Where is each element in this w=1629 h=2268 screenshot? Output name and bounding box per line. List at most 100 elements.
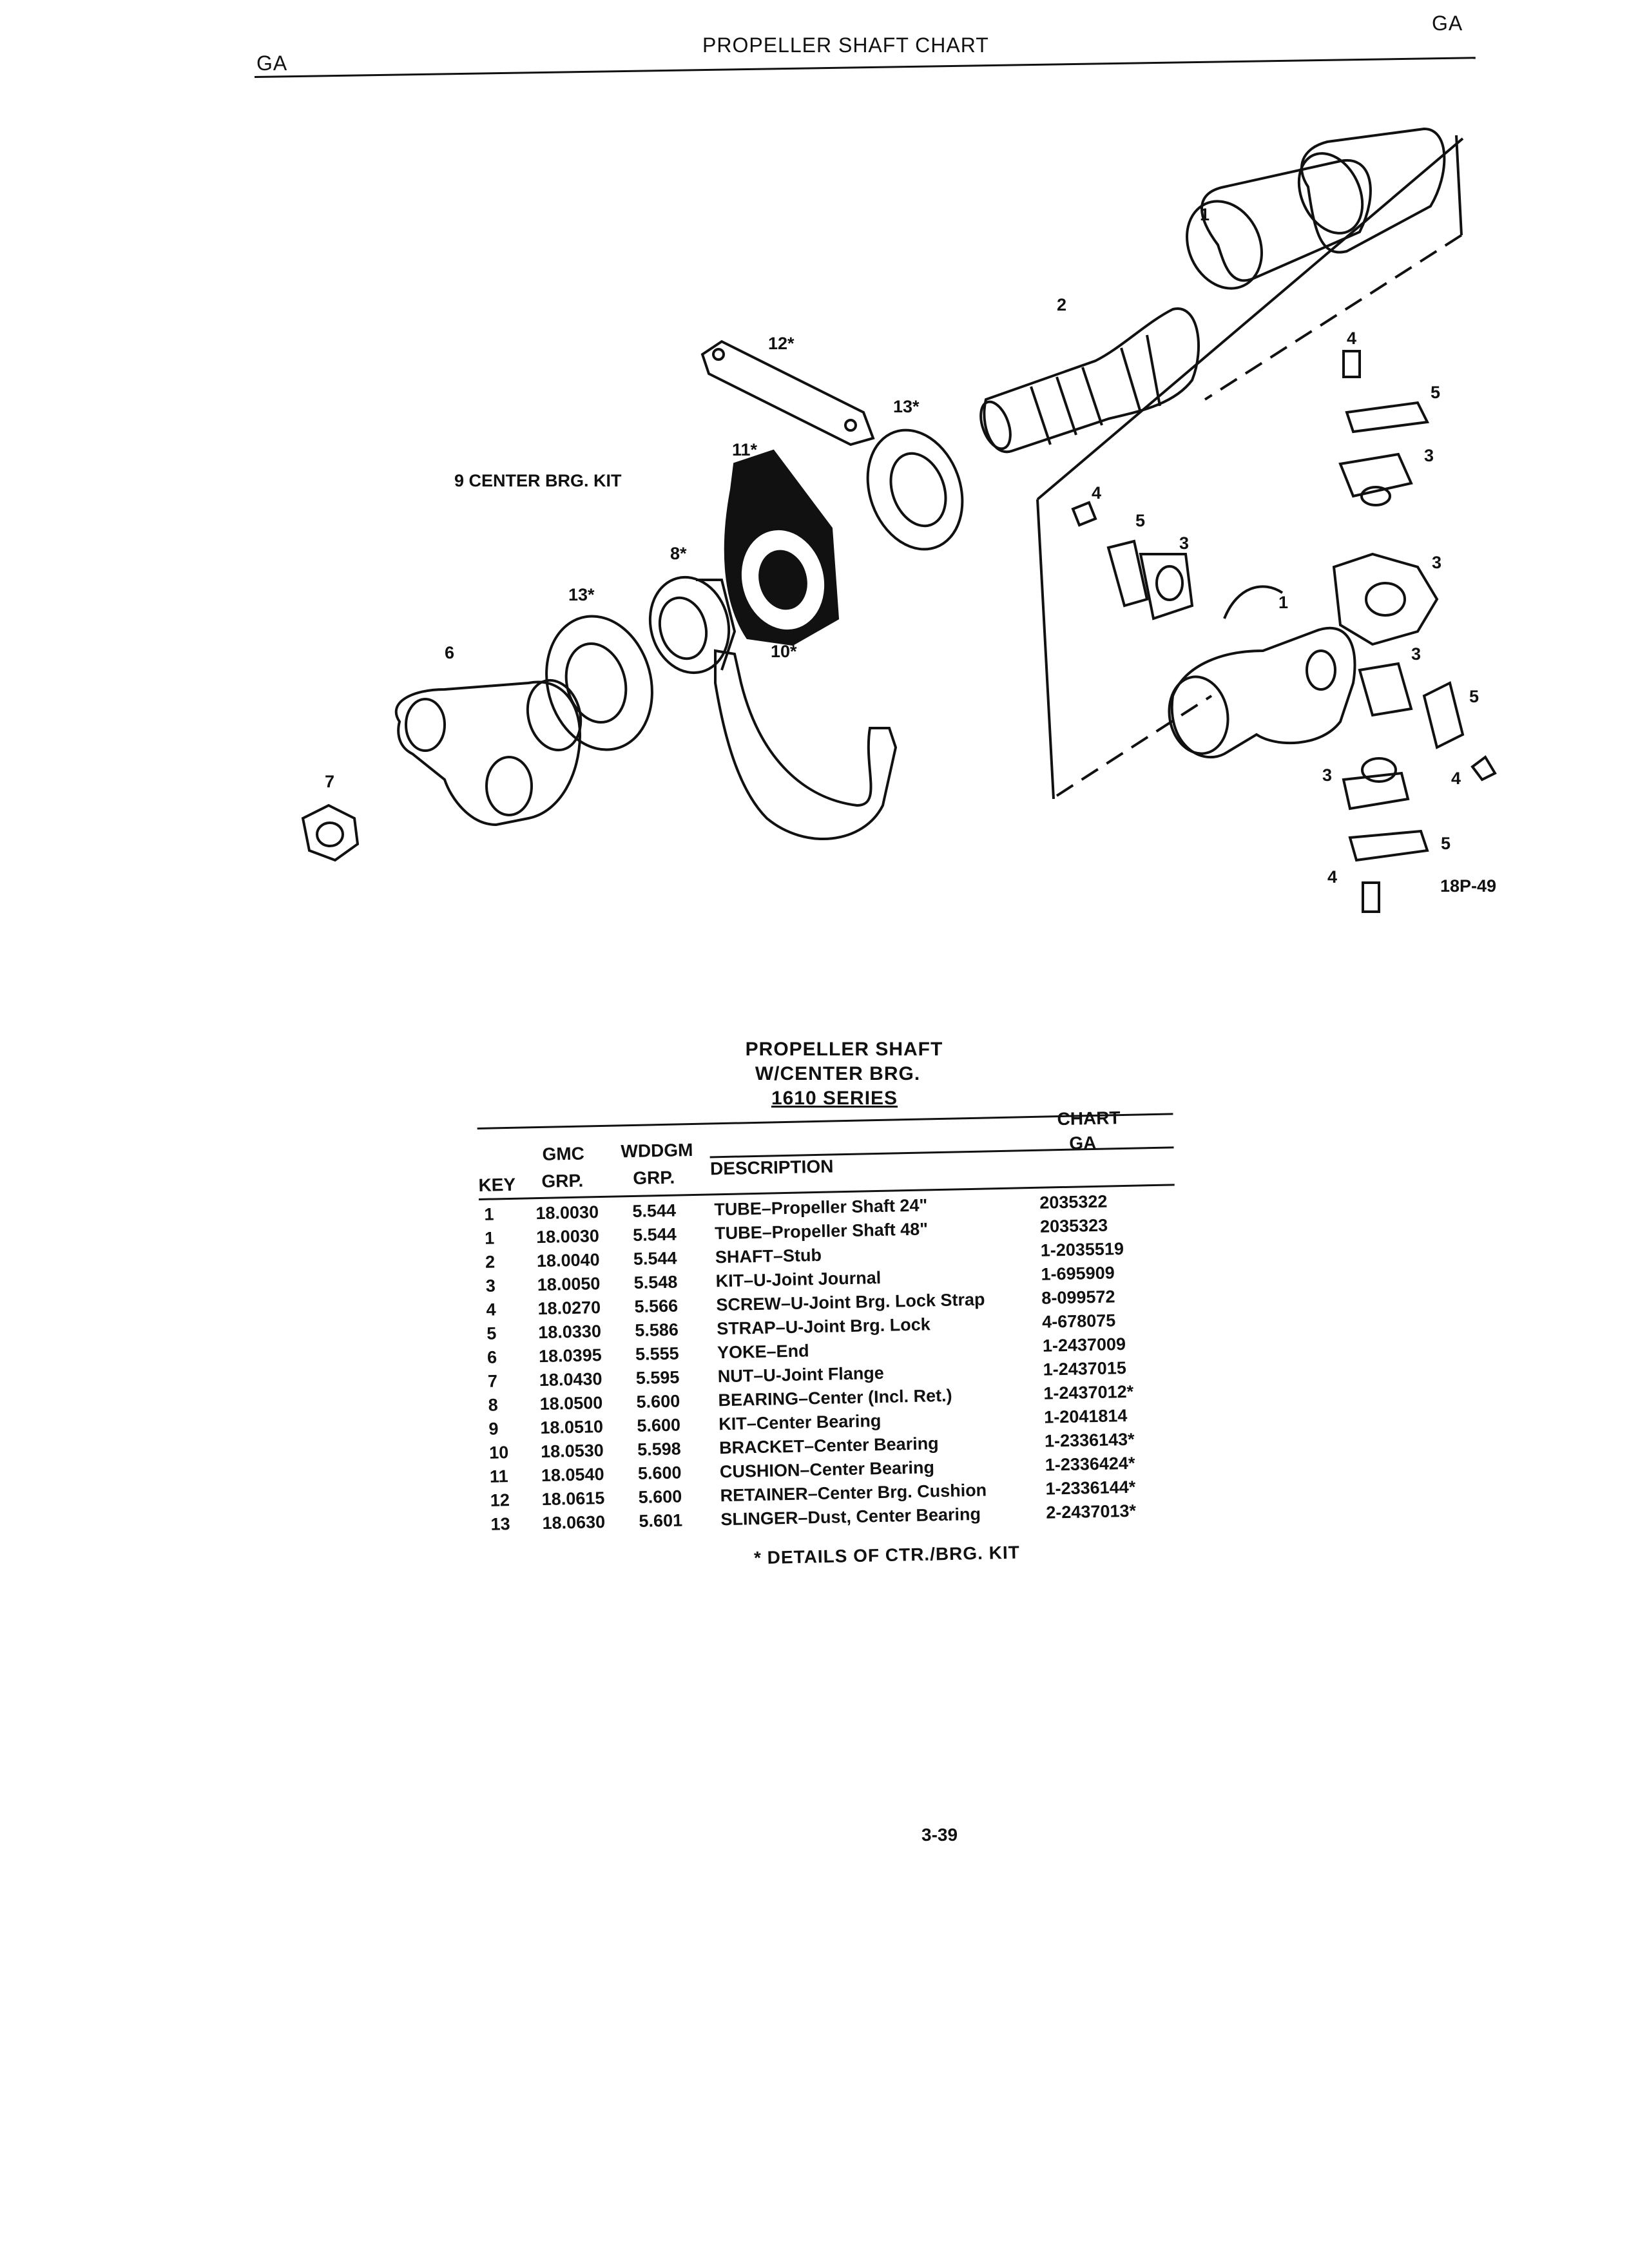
callout-5: 5 (1135, 511, 1146, 530)
row-key: 1 (484, 1228, 495, 1248)
row-key: 4 (486, 1300, 496, 1320)
row-key: 1 (484, 1204, 494, 1224)
row-chart-ga: 1-2336144* (1045, 1477, 1136, 1499)
row-gmc-grp: 18.0630 (542, 1512, 606, 1533)
row-gmc-grp: 18.0050 (537, 1274, 601, 1295)
row-chart-ga: 1-2437012* (1043, 1381, 1134, 1403)
table-header: CHART GMC WDDGM GA DESCRIPTION KEY GRP. … (477, 1093, 1175, 1205)
row-description: KIT–Center Bearing (718, 1410, 882, 1434)
row-wddgm-grp: 5.548 (633, 1272, 678, 1293)
callout-1: 1 (1200, 205, 1210, 224)
row-gmc-grp: 18.0030 (535, 1202, 599, 1224)
row-wddgm-grp: 5.555 (635, 1343, 679, 1364)
bearing-center (648, 575, 737, 675)
callout-12: 12* (768, 334, 795, 353)
callout-10: 10* (771, 642, 797, 661)
row-chart-ga: 1-2336424* (1045, 1453, 1135, 1475)
row-gmc-grp: 18.0500 (539, 1393, 603, 1414)
table-footnote: * DETAILS OF CTR./BRG. KIT (753, 1542, 1021, 1568)
slinger-upper (866, 428, 964, 551)
row-description: STRAP–U-Joint Brg. Lock (716, 1314, 931, 1339)
row-description: TUBE–Propeller Shaft 48" (714, 1219, 929, 1244)
row-gmc-grp: 18.0270 (537, 1298, 601, 1319)
callout-5: 5 (1431, 383, 1441, 402)
page-number: 3-39 (921, 1825, 958, 1845)
table-title-line-1: PROPELLER SHAFT (745, 1039, 943, 1060)
diagram-panel-outline (1036, 135, 1464, 800)
row-description: YOKE–End (717, 1341, 809, 1363)
row-key: 13 (490, 1514, 510, 1534)
row-wddgm-grp: 5.544 (633, 1248, 677, 1269)
row-gmc-grp: 18.0510 (540, 1417, 604, 1438)
row-description: CUSHION–Center Bearing (719, 1457, 935, 1482)
row-wddgm-grp: 5.601 (639, 1510, 683, 1531)
row-chart-ga: 1-2035519 (1040, 1239, 1124, 1260)
row-gmc-grp: 18.0540 (541, 1464, 604, 1486)
row-chart-ga: 8-099572 (1041, 1287, 1115, 1308)
row-wddgm-grp: 5.598 (637, 1439, 682, 1459)
header-left-code: GA (256, 52, 288, 75)
header-key: KEY (478, 1174, 516, 1195)
row-chart-ga: 4-678075 (1041, 1311, 1116, 1332)
callout-5: 5 (1441, 834, 1451, 853)
row-gmc-grp: 18.0615 (541, 1488, 605, 1510)
row-wddgm-grp: 5.586 (634, 1320, 679, 1340)
nut-u-joint-flange (301, 803, 360, 862)
callout-3: 3 (1322, 765, 1333, 785)
callout-7: 7 (325, 772, 335, 791)
header-wddgm-top: WDDGM (621, 1139, 693, 1162)
yoke-end (394, 678, 583, 827)
callout-4: 4 (1451, 769, 1461, 788)
header-description: DESCRIPTION (709, 1156, 834, 1179)
row-gmc-grp: 18.0395 (538, 1345, 602, 1367)
row-chart-ga: 1-2437009 (1042, 1334, 1126, 1356)
row-chart-ga: 1-2041814 (1043, 1405, 1128, 1427)
callout-3: 3 (1411, 644, 1422, 664)
row-wddgm-grp: 5.566 (634, 1296, 679, 1316)
shaft-stub (979, 307, 1200, 454)
callout-4: 4 (1347, 329, 1357, 348)
center-brg-kit-label: 9 CENTER BRG. KIT (454, 471, 622, 490)
callout-6: 6 (445, 643, 455, 662)
row-chart-ga: 1-695909 (1041, 1263, 1115, 1284)
slinger-lower (545, 615, 653, 751)
header-mid-rule (709, 1146, 1174, 1158)
header-gmc-bottom: GRP. (541, 1170, 584, 1191)
row-gmc-grp: 18.0040 (536, 1250, 600, 1271)
callout-13: 13* (893, 397, 920, 416)
page-title: PROPELLER SHAFT CHART (702, 34, 989, 57)
row-wddgm-grp: 5.600 (637, 1415, 681, 1436)
header-chart-bottom: GA (1069, 1132, 1097, 1153)
row-key: 9 (488, 1419, 499, 1439)
callout-2: 2 (1057, 295, 1067, 314)
callout-4: 4 (1092, 483, 1102, 503)
callout-3: 3 (1179, 533, 1190, 553)
row-description: NUT–U-Joint Flange (717, 1363, 885, 1387)
figure-id: 18P-49 (1440, 876, 1497, 896)
row-description: TUBE–Propeller Shaft 24" (714, 1195, 928, 1220)
table-title-line-3: 1610 SERIES (771, 1088, 898, 1109)
header-right-code: GA (1432, 12, 1463, 35)
callout-3: 3 (1424, 446, 1434, 465)
retainer-center-brg-cushion (700, 340, 875, 447)
row-chart-ga: 1-2336143* (1044, 1429, 1135, 1451)
table-body: 1 18.0030 5.544 TUBE–Propeller Shaft 24" 203… (479, 1190, 1182, 1539)
row-chart-ga: 2-2437013* (1046, 1501, 1137, 1523)
row-wddgm-grp: 5.600 (638, 1486, 682, 1507)
parts-table: CHART GMC WDDGM GA DESCRIPTION KEY GRP. … (477, 1093, 1182, 1538)
header-wddgm-bottom: GRP. (632, 1167, 675, 1188)
row-key: 5 (487, 1323, 497, 1343)
row-key: 3 (485, 1276, 496, 1296)
header-gmc-top: GMC (542, 1143, 585, 1164)
row-gmc-grp: 18.0330 (537, 1321, 602, 1343)
row-key: 11 (489, 1466, 508, 1486)
row-key: 8 (488, 1395, 498, 1415)
row-key: 12 (490, 1490, 510, 1510)
table-title-line-2: W/CENTER BRG. (755, 1063, 921, 1084)
callout-8: 8* (670, 544, 687, 563)
row-description: BEARING–Center (Incl. Ret.) (718, 1385, 952, 1410)
row-wddgm-grp: 5.544 (632, 1200, 677, 1221)
callout-11: 11* (732, 440, 758, 459)
row-wddgm-grp: 5.595 (635, 1367, 680, 1388)
row-chart-ga: 2035323 (1039, 1215, 1108, 1236)
